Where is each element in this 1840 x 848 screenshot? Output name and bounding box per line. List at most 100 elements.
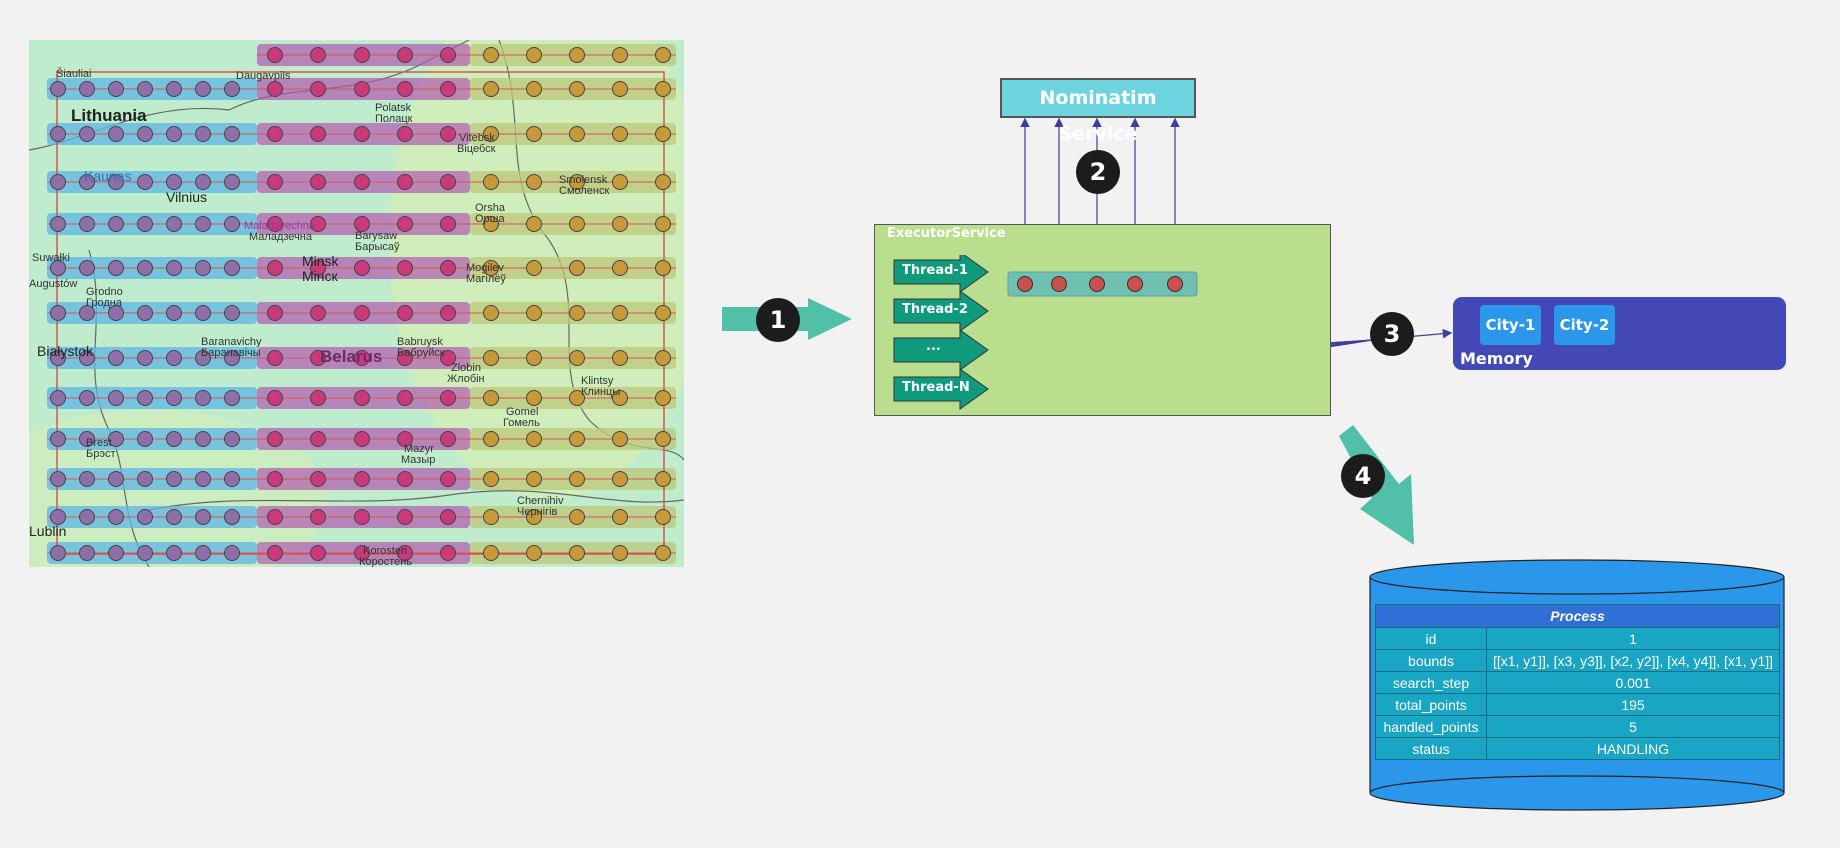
grid-point: [108, 509, 124, 525]
grid-point: [195, 81, 211, 97]
grid-point: [108, 545, 124, 561]
grid-point: [267, 126, 283, 142]
grid-point: [354, 509, 370, 525]
process-value: [[x1, y1]], [x3, y3]], [x2, y2]], [x4, y…: [1486, 649, 1780, 672]
grid-point: [79, 350, 95, 366]
grid-point: [224, 174, 240, 190]
grid-point: [440, 47, 456, 63]
country-label: Lithuania: [71, 106, 147, 125]
grid-point: [354, 305, 370, 321]
city-label: Suwałki: [32, 252, 70, 264]
grid-point: [267, 305, 283, 321]
thread-label: ...: [926, 339, 941, 354]
step-3-badge: 3: [1370, 312, 1414, 356]
grid-point: [224, 471, 240, 487]
grid-point: [397, 350, 413, 366]
grid-point: [195, 431, 211, 447]
grid-point: [655, 174, 671, 190]
city-label: Barysaw: [355, 230, 398, 242]
grid-point: [108, 260, 124, 276]
grid-point: [612, 350, 628, 366]
grid-point: [79, 545, 95, 561]
grid-point: [310, 350, 326, 366]
grid-point: [310, 174, 326, 190]
grid-point: [440, 509, 456, 525]
grid-point: [50, 174, 66, 190]
grid-point: [224, 260, 240, 276]
process-table-header: Process: [1375, 604, 1780, 628]
grid-point: [612, 81, 628, 97]
grid-point: [655, 509, 671, 525]
city-label: Grodno: [86, 286, 123, 298]
grid-point: [440, 390, 456, 406]
grid-point: [483, 126, 499, 142]
process-key: total_points: [1375, 693, 1487, 716]
grid-point: [267, 471, 283, 487]
grid-point: [483, 260, 499, 276]
grid-point: [612, 216, 628, 232]
queue-point: [1167, 276, 1183, 292]
grid-point: [526, 390, 542, 406]
grid-point: [310, 471, 326, 487]
grid-point: [137, 174, 153, 190]
grid-point: [440, 471, 456, 487]
grid-point: [108, 126, 124, 142]
grid-point: [612, 126, 628, 142]
grid-point: [79, 81, 95, 97]
grid-point: [108, 350, 124, 366]
city-label: Gomel: [506, 406, 539, 418]
city-label: Maladzyechna: [244, 220, 315, 232]
thread-2-arrow: [893, 290, 989, 332]
grid-point: [354, 471, 370, 487]
grid-point: [50, 126, 66, 142]
grid-point: [612, 260, 628, 276]
process-key: handled_points: [1375, 715, 1487, 738]
grid-point: [569, 471, 585, 487]
grid-point: [440, 216, 456, 232]
grid-point: [137, 216, 153, 232]
grid-point: [440, 81, 456, 97]
grid-point: [526, 509, 542, 525]
grid-point: [526, 545, 542, 561]
grid-point: [655, 305, 671, 321]
city-label: Zlobin: [451, 362, 481, 374]
grid-point: [569, 431, 585, 447]
table-row: total_points 195: [1375, 693, 1780, 716]
queue-point: [1051, 276, 1067, 292]
city-label: Mogilev: [466, 262, 504, 274]
process-table: Process id 1 bounds [[x1, y1]], [x3, y3]…: [1375, 604, 1780, 760]
queue-point: [1017, 276, 1033, 292]
grid-point: [137, 305, 153, 321]
grid-point: [569, 126, 585, 142]
grid-point: [612, 509, 628, 525]
grid-point: [483, 47, 499, 63]
queue-point: [1089, 276, 1105, 292]
process-value: 0.001: [1486, 671, 1780, 694]
grid-point: [50, 431, 66, 447]
grid-point: [267, 390, 283, 406]
grid-point: [224, 81, 240, 97]
grid-point: [569, 305, 585, 321]
grid-point: [569, 47, 585, 63]
grid-point: [440, 350, 456, 366]
city-label: Vilnius: [166, 189, 207, 205]
grid-point: [50, 305, 66, 321]
grid-point: [108, 174, 124, 190]
grid-point: [166, 216, 182, 232]
grid-point: [108, 216, 124, 232]
grid-point: [79, 390, 95, 406]
table-row: handled_points 5: [1375, 715, 1780, 738]
process-key: status: [1375, 737, 1487, 760]
grid-point: [267, 47, 283, 63]
executor-internals: [893, 255, 1198, 410]
grid-point: [655, 126, 671, 142]
grid-point: [79, 260, 95, 276]
grid-point: [526, 350, 542, 366]
grid-point: [166, 350, 182, 366]
grid-point: [655, 471, 671, 487]
grid-point: [50, 509, 66, 525]
city-label: Daugavpils: [236, 70, 291, 82]
thread-n-arrow: [893, 368, 989, 410]
grid-point: [195, 471, 211, 487]
grid-point: [526, 305, 542, 321]
